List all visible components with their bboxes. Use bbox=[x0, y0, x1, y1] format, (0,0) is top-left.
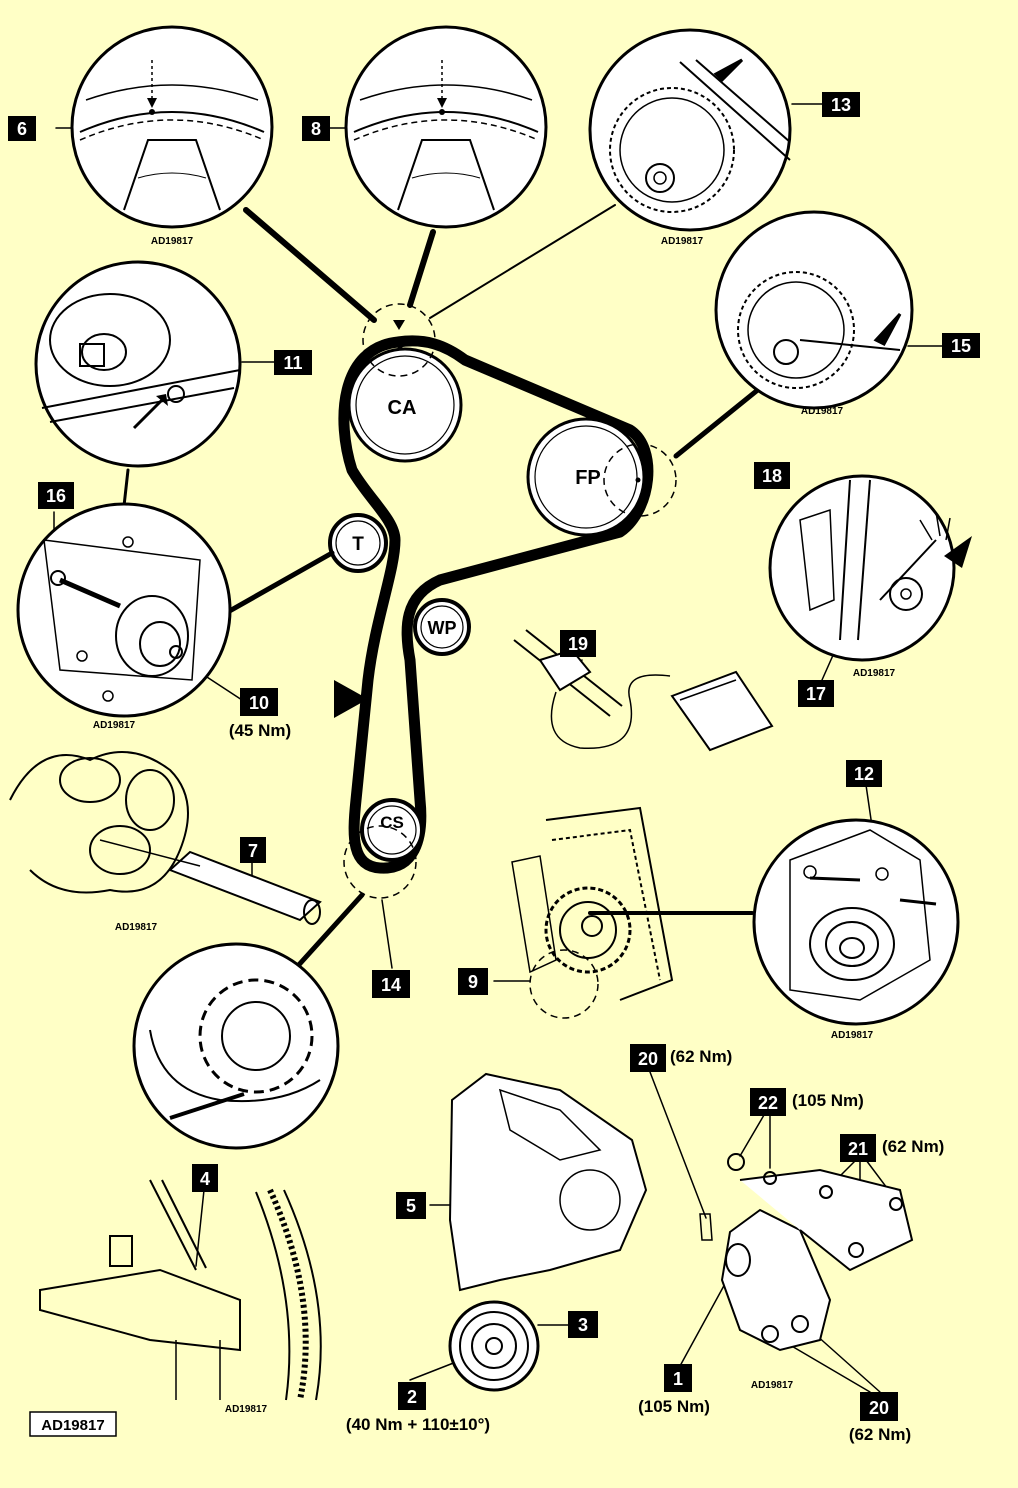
svg-text:16: 16 bbox=[46, 486, 66, 506]
detail-18-belt-tension: AD19817 bbox=[768, 474, 972, 679]
detail-14-crank-sprocket bbox=[132, 942, 340, 1150]
svg-text:11: 11 bbox=[283, 353, 302, 373]
callout-4: 4 bbox=[192, 1164, 218, 1192]
callout-10: 10 bbox=[240, 688, 278, 716]
callout-19: 19 bbox=[560, 630, 596, 657]
detail-6-code: AD19817 bbox=[151, 236, 194, 247]
callout-3: 3 bbox=[568, 1311, 598, 1338]
callout-16: 16 bbox=[38, 482, 74, 509]
detail-12-crank-mark: AD19817 bbox=[752, 818, 960, 1041]
detail-3-crank-pulley bbox=[448, 1300, 540, 1392]
callout-18: 18 bbox=[754, 462, 790, 489]
detail-mount-code: AD19817 bbox=[751, 1380, 794, 1391]
detail-10-tensioner: AD19817 bbox=[16, 502, 232, 731]
callout-12: 12 bbox=[846, 760, 882, 787]
detail-5-timing-cover bbox=[448, 1072, 648, 1292]
detail-18-code: AD19817 bbox=[853, 668, 896, 679]
pulley-wp-label: WP bbox=[428, 618, 457, 638]
callout-5: 5 bbox=[396, 1192, 426, 1219]
detail-4-flywheel-lock: AD19817 bbox=[39, 1179, 322, 1415]
svg-text:14: 14 bbox=[381, 975, 401, 995]
svg-text:3: 3 bbox=[578, 1315, 588, 1335]
detail-12-code: AD19817 bbox=[831, 1030, 874, 1041]
pulley-wp: WP bbox=[413, 598, 471, 656]
detail-7-code: AD19817 bbox=[115, 922, 158, 933]
dashed-highlights bbox=[343, 303, 677, 1019]
svg-text:AD19817: AD19817 bbox=[41, 1417, 104, 1434]
detail-11-tensioner-pin bbox=[34, 260, 242, 468]
callout-boxes: 6 8 13 15 11 16 18 19 10 17 12 7 14 9 20… bbox=[8, 92, 980, 1421]
svg-text:4: 4 bbox=[200, 1169, 210, 1189]
rotation-direction-arrow bbox=[334, 680, 368, 718]
callout-22: 22 bbox=[750, 1088, 786, 1116]
detail-8-cam-timing-mark bbox=[344, 25, 548, 229]
pulley-fp: FP bbox=[526, 417, 646, 537]
svg-text:22: 22 bbox=[758, 1093, 778, 1113]
callout-20-bottom: 20 bbox=[860, 1392, 898, 1421]
detail-engine-mount: AD19817 bbox=[699, 1153, 914, 1391]
svg-text:2: 2 bbox=[407, 1387, 417, 1407]
torque-1: (105 Nm) bbox=[638, 1397, 710, 1416]
pulley-fp-label: FP bbox=[575, 467, 601, 489]
detail-9-crank-sprocket-belt bbox=[511, 806, 674, 1001]
detail-15-fp-sprocket: AD19817 bbox=[714, 210, 914, 417]
svg-text:9: 9 bbox=[468, 972, 478, 992]
svg-text:21: 21 bbox=[848, 1139, 868, 1159]
timing-belt bbox=[338, 335, 654, 874]
timing-marks bbox=[334, 320, 641, 718]
detail-7-crank-pin: AD19817 bbox=[9, 751, 322, 933]
torque-labels: (45 Nm) (62 Nm) (105 Nm) (62 Nm) (105 Nm… bbox=[229, 721, 945, 1444]
main-figure-code: AD19817 bbox=[29, 1411, 117, 1437]
pulley-t: T bbox=[328, 513, 388, 573]
callout-1: 1 bbox=[664, 1364, 692, 1392]
svg-text:17: 17 bbox=[806, 684, 826, 704]
callout-7: 7 bbox=[240, 837, 266, 863]
pulley-ca-label: CA bbox=[388, 397, 417, 419]
pulley-t-label: T bbox=[352, 534, 364, 555]
pulley-cs-label: CS bbox=[380, 813, 404, 832]
detail-4-code: AD19817 bbox=[225, 1404, 268, 1415]
callout-13: 13 bbox=[822, 92, 860, 117]
torque-22: (105 Nm) bbox=[792, 1091, 864, 1110]
svg-text:10: 10 bbox=[249, 693, 269, 713]
svg-text:20: 20 bbox=[638, 1049, 658, 1069]
detail-10-code: AD19817 bbox=[93, 720, 136, 731]
pulley-ca: CA bbox=[347, 347, 463, 463]
detail-6-cam-timing-mark: AD19817 bbox=[70, 25, 274, 247]
callout-17: 17 bbox=[798, 680, 834, 707]
callout-11: 11 bbox=[274, 350, 312, 375]
svg-text:1: 1 bbox=[673, 1369, 683, 1389]
torque-20-top: (62 Nm) bbox=[670, 1047, 732, 1066]
svg-text:8: 8 bbox=[311, 119, 321, 139]
callout-14: 14 bbox=[372, 970, 410, 998]
callout-9: 9 bbox=[458, 968, 488, 995]
callout-21: 21 bbox=[840, 1134, 876, 1162]
svg-text:7: 7 bbox=[248, 841, 258, 861]
svg-text:20: 20 bbox=[869, 1398, 889, 1418]
detail-13-cam-sprocket: AD19817 bbox=[588, 28, 792, 247]
detail-13-code: AD19817 bbox=[661, 236, 704, 247]
torque-2: (40 Nm + 110±10°) bbox=[346, 1415, 490, 1434]
torque-21: (62 Nm) bbox=[882, 1137, 944, 1156]
svg-text:19: 19 bbox=[568, 634, 588, 654]
callout-20-top: 20 bbox=[630, 1044, 666, 1072]
callout-6: 6 bbox=[8, 116, 36, 141]
detail-19-tension-gauge bbox=[513, 629, 774, 752]
callout-8: 8 bbox=[302, 116, 330, 141]
svg-text:6: 6 bbox=[17, 119, 27, 139]
pulley-cs: CS bbox=[360, 798, 424, 862]
svg-text:18: 18 bbox=[762, 466, 782, 486]
detail-15-code: AD19817 bbox=[801, 406, 844, 417]
torque-10: (45 Nm) bbox=[229, 721, 291, 740]
svg-text:13: 13 bbox=[831, 95, 851, 115]
svg-text:15: 15 bbox=[951, 336, 971, 356]
torque-20-bottom: (62 Nm) bbox=[849, 1425, 911, 1444]
callout-15: 15 bbox=[942, 333, 980, 358]
svg-text:5: 5 bbox=[406, 1196, 416, 1216]
callout-2: 2 bbox=[398, 1382, 426, 1410]
svg-text:12: 12 bbox=[854, 764, 874, 784]
